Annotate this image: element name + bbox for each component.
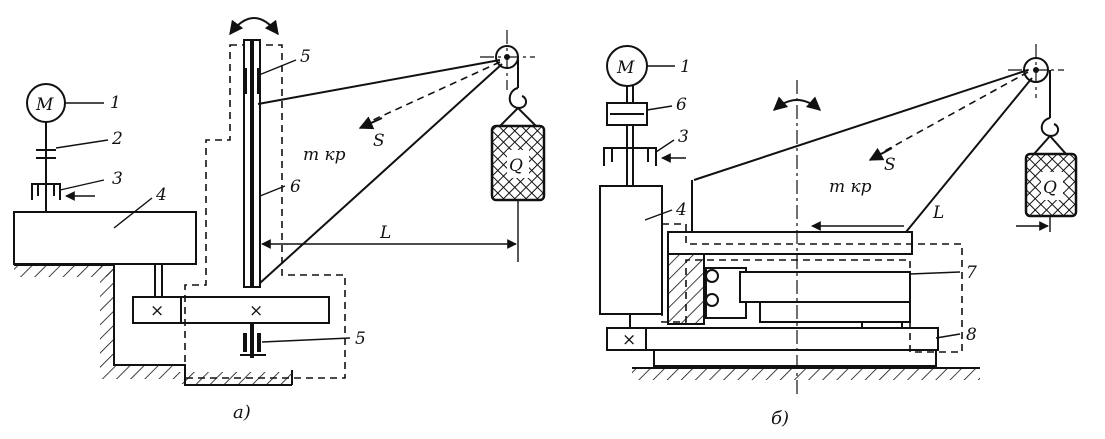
platform-b bbox=[667, 231, 913, 255]
callout-5-bottom-a: 5 bbox=[355, 329, 366, 349]
force-s-b: S bbox=[884, 155, 896, 175]
caption-a: а) bbox=[233, 402, 251, 423]
force-s-a: S bbox=[373, 131, 385, 151]
svg-text:×: × bbox=[622, 330, 636, 350]
load-label-a: Q bbox=[509, 156, 523, 176]
ground-hatch bbox=[14, 265, 114, 277]
callout-6-b: 6 bbox=[676, 95, 687, 115]
caption-b: б) bbox=[771, 408, 789, 429]
torque-label-a: m кр bbox=[303, 145, 346, 165]
callout-1-a: 1 bbox=[110, 93, 121, 113]
callout-6-a: 6 bbox=[290, 177, 301, 197]
gearbox-a bbox=[13, 211, 197, 265]
callout-4-b: 4 bbox=[675, 200, 687, 220]
callout-5-top-a: 5 bbox=[300, 47, 311, 67]
callout-8-b: 8 bbox=[966, 325, 977, 345]
boom-b bbox=[905, 77, 1033, 233]
torque-label-b: m кр bbox=[829, 177, 872, 197]
ground-hatch-b bbox=[632, 368, 980, 380]
rotating-part-outline-a bbox=[184, 44, 346, 379]
svg-text:×: × bbox=[249, 301, 263, 321]
figure-b: M 1 6 3 4 × 8 bbox=[599, 44, 1078, 429]
pit-hatch bbox=[100, 265, 114, 365]
callout-2-a: 2 bbox=[111, 129, 123, 149]
callout-7-b: 7 bbox=[966, 263, 977, 283]
gearbox-b bbox=[599, 185, 663, 315]
length-l-a: L bbox=[379, 223, 391, 243]
motor-label-b: M bbox=[616, 58, 635, 78]
callout-3-a: 3 bbox=[112, 169, 123, 189]
motor-label-a: M bbox=[35, 95, 54, 115]
rope-a bbox=[257, 59, 501, 105]
length-l-b: L bbox=[932, 203, 944, 223]
rope-b bbox=[693, 69, 1029, 181]
figure-a: M 1 2 3 4 × × bbox=[13, 17, 546, 423]
turntable-b bbox=[739, 271, 911, 303]
load-label-b: Q bbox=[1043, 178, 1057, 198]
svg-text:×: × bbox=[150, 301, 164, 321]
rotating-part-outline-b bbox=[661, 223, 963, 353]
gear-a bbox=[180, 296, 330, 324]
callout-4-a: 4 bbox=[155, 185, 167, 205]
callout-3-b: 3 bbox=[678, 127, 689, 147]
base-ring-b bbox=[645, 327, 939, 351]
callout-1-b: 1 bbox=[680, 57, 691, 77]
